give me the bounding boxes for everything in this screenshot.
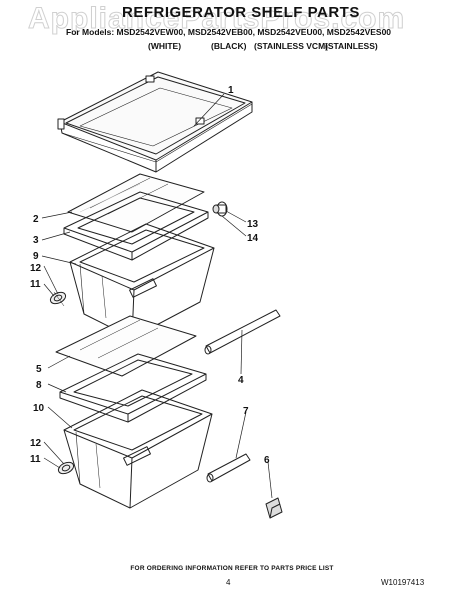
part-1-shelf-assembly [57, 71, 253, 173]
callout-1: 1 [228, 85, 234, 96]
part-11-12-glide-upper [49, 291, 67, 307]
leader-lines [41, 93, 273, 499]
callout-2: 2 [33, 214, 39, 225]
callout-4: 4 [238, 375, 244, 386]
part-4-rod [204, 309, 281, 355]
callout-5: 5 [36, 364, 42, 375]
document-number: W10197413 [381, 578, 425, 587]
callout-9: 9 [33, 251, 39, 262]
part-5-glass-insert [55, 315, 197, 377]
part-7-rod [206, 453, 251, 483]
callout-6: 6 [264, 455, 270, 466]
variant-stainless: (STAINLESS) [325, 41, 378, 51]
model-list: For Models: MSD2542VEW00, MSD2542VEB00, … [66, 27, 392, 37]
callout-8: 8 [36, 380, 42, 391]
part-6-bracket [265, 497, 283, 519]
ordering-note: FOR ORDERING INFORMATION REFER TO PARTS … [130, 565, 334, 572]
callout-12-lower: 12 [30, 438, 42, 449]
callout-11-lower: 11 [30, 454, 41, 465]
page-title: REFRIGERATOR SHELF PARTS [122, 4, 360, 21]
variant-black: (BLACK) [211, 41, 247, 51]
variant-stainless-vcm: (STAINLESS VCM) [254, 41, 328, 51]
part-10-crisper-pan [63, 389, 213, 509]
callout-12: 12 [30, 263, 42, 274]
part-3-frame [63, 191, 209, 261]
callout-7: 7 [243, 406, 249, 417]
part-11-12-glide-lower [57, 461, 75, 475]
callout-3: 3 [33, 235, 39, 246]
part-13-14-hardware [212, 201, 228, 217]
part-8-frame [59, 353, 207, 423]
callout-10: 10 [33, 403, 45, 414]
watermark: AppliancePartsPros.com [27, 2, 406, 36]
callout-13: 13 [247, 219, 259, 230]
callout-11: 11 [30, 279, 41, 290]
variant-white: (WHITE) [148, 41, 182, 51]
page-number: 4 [226, 578, 231, 587]
callout-14: 14 [247, 233, 259, 244]
